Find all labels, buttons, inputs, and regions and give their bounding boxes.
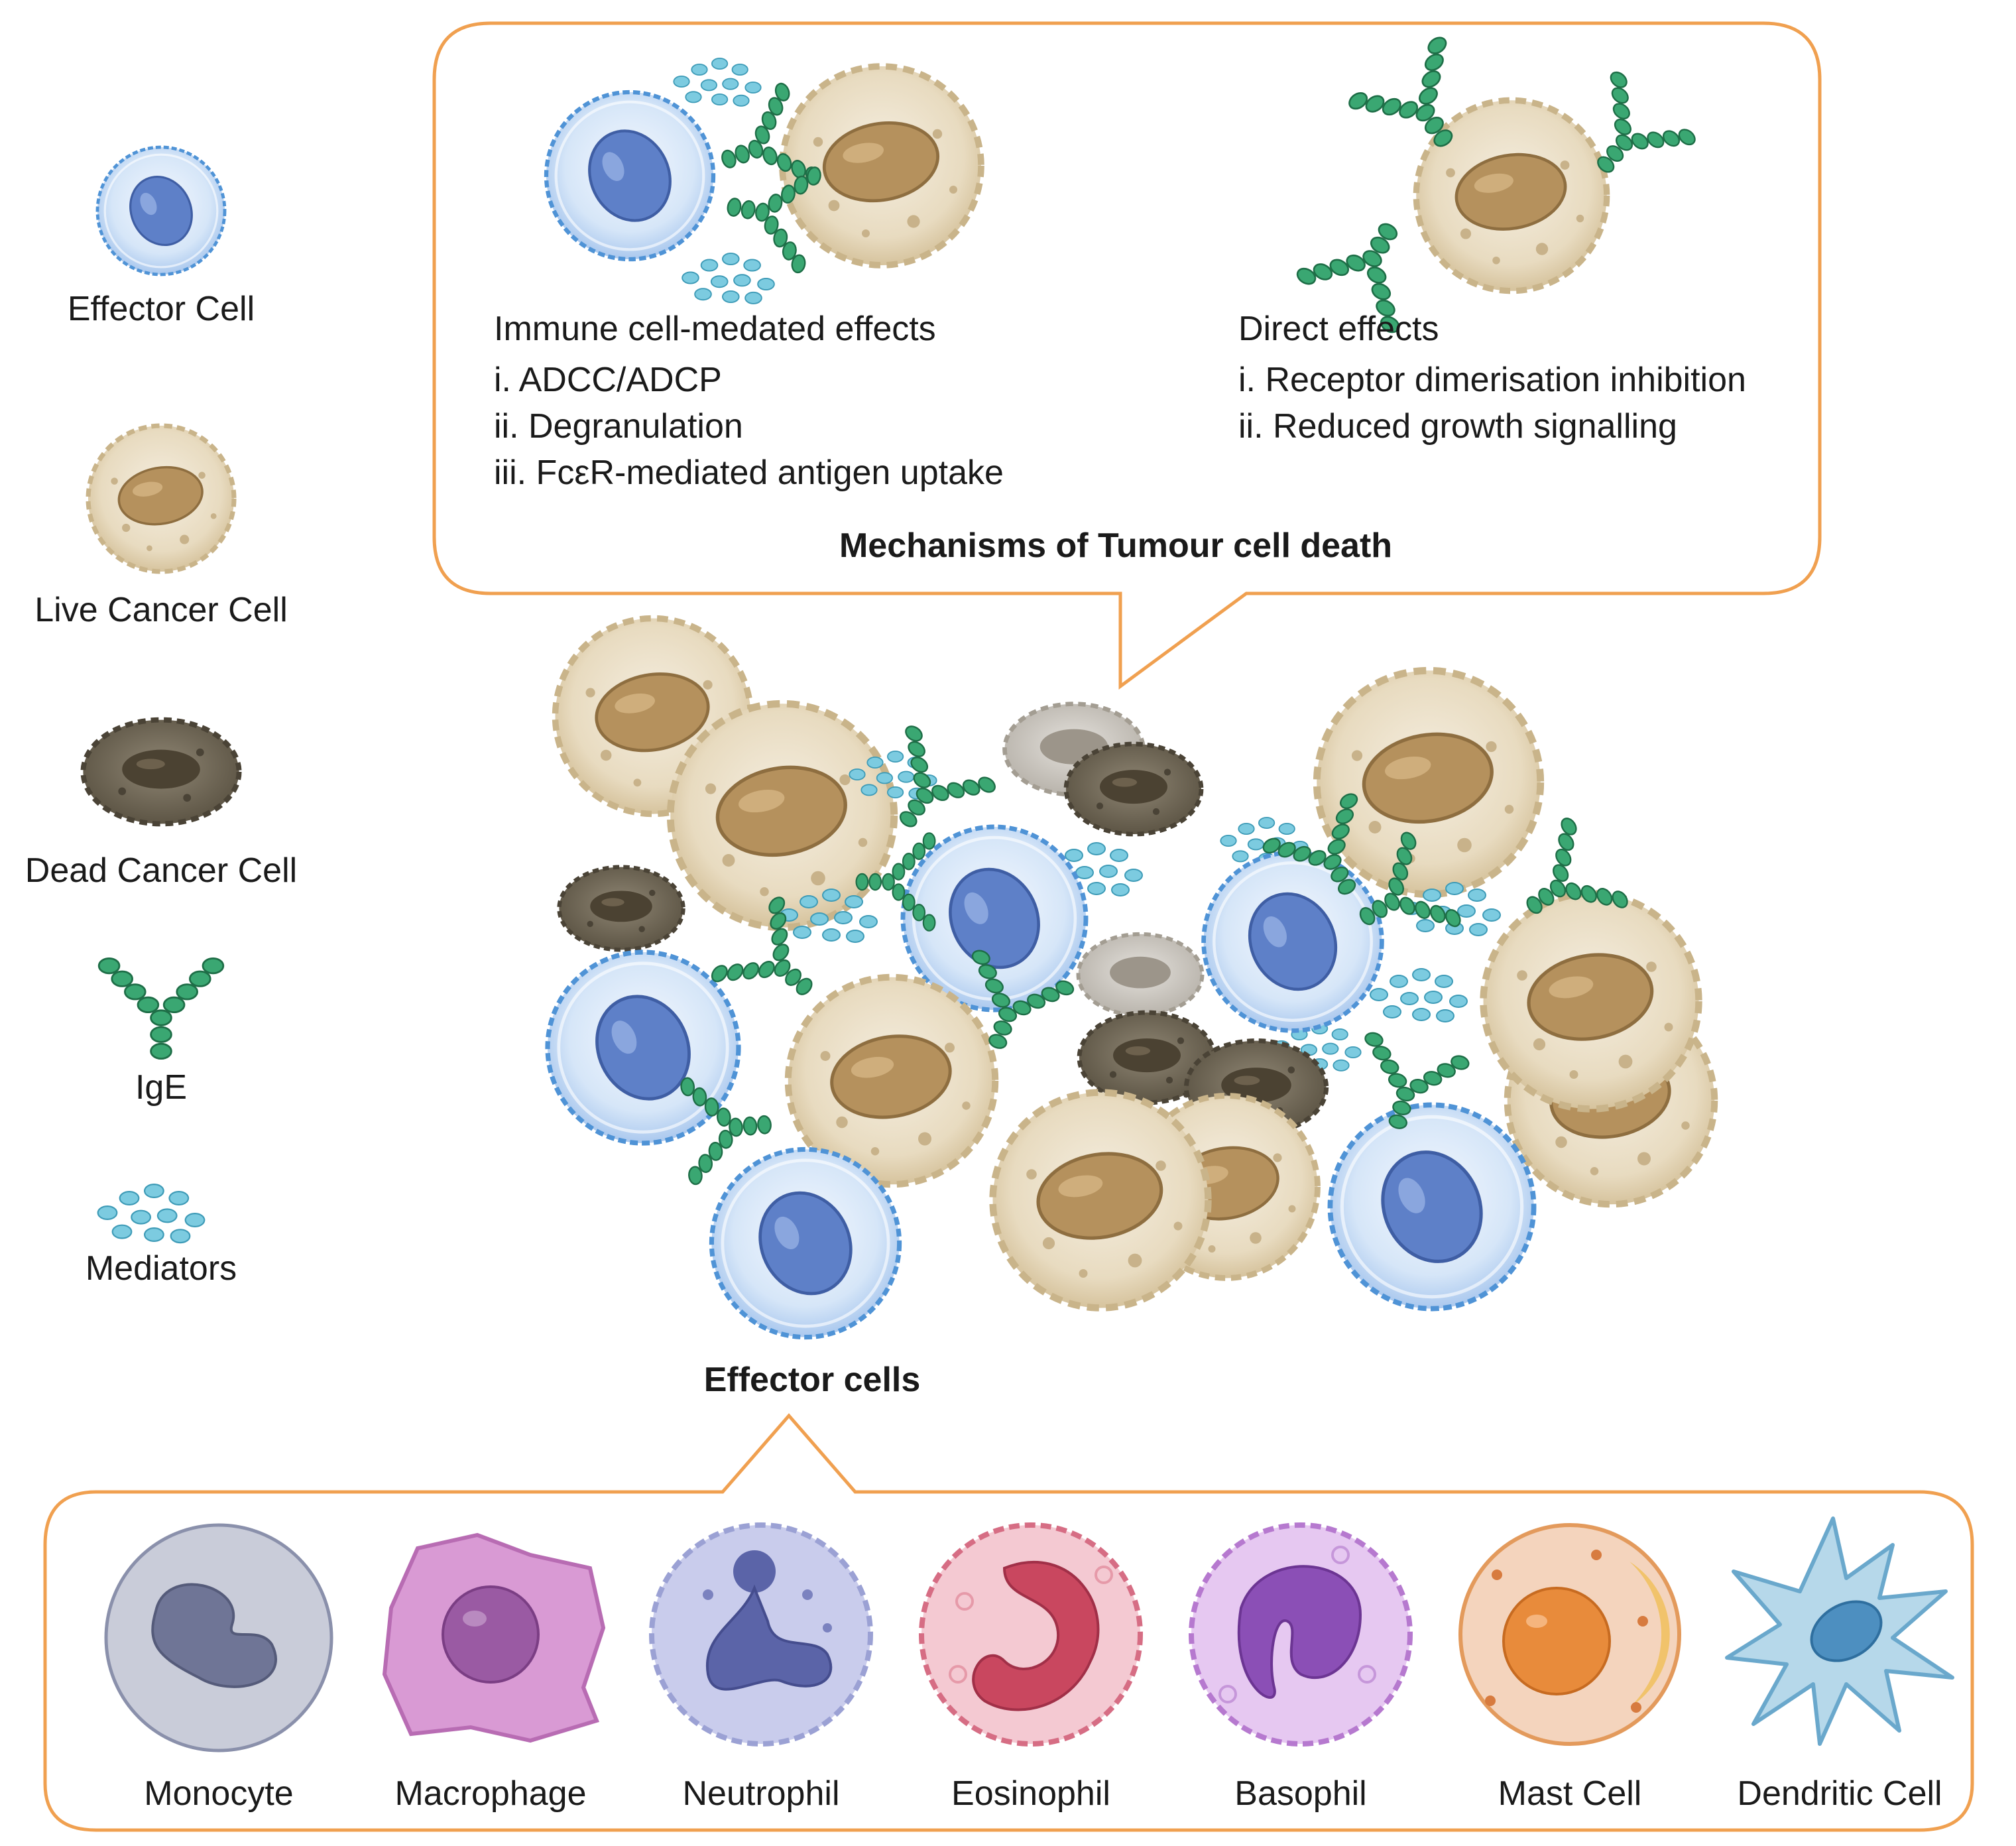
cell-type-label-dendritic-cell: Dendritic Cell	[1737, 1774, 1942, 1813]
eosinophil-icon	[919, 1522, 1143, 1747]
legend-ige-icon	[97, 957, 225, 1060]
legend-dead-cancer-cell-icon	[83, 720, 239, 824]
immune-effects-item-3: iii. FcεR-mediated antigen uptake	[494, 454, 1004, 492]
mast-cell-icon	[1458, 1523, 1681, 1746]
direct-effects-item-1: i. Receptor dimerisation inhibition	[1238, 361, 1746, 399]
legend-effector-cell-label: Effector Cell	[68, 290, 255, 328]
legend-dead-cancer-cell-label: Dead Cancer Cell	[25, 851, 297, 890]
legend-effector-cell-icon	[97, 147, 225, 275]
cell-type-label-monocyte: Monocyte	[144, 1774, 293, 1813]
cell-type-label-macrophage: Macrophage	[394, 1774, 586, 1813]
tumour-cluster-illustration	[548, 619, 1714, 1337]
legend-ige-label: IgE	[135, 1068, 187, 1107]
immune-effects-item-1: i. ADCC/ADCP	[494, 361, 722, 399]
monocyte-icon	[104, 1523, 333, 1753]
immune-effects-item-2: ii. Degranulation	[494, 407, 743, 446]
dendritic-cell-icon	[1725, 1516, 1954, 1746]
immune-effects-heading: Immune cell-medated effects	[494, 310, 936, 348]
neutrophil-icon	[649, 1522, 873, 1747]
mechanisms-box: Immune cell-medated effects i. ADCC/ADCP…	[432, 21, 1822, 690]
basophil-icon	[1189, 1522, 1413, 1747]
legend-mediators-icon	[97, 1183, 206, 1244]
legend: Effector Cell Live Cancer Cell Dead Canc…	[25, 147, 297, 1288]
cell-type-label-basophil: Basophil	[1234, 1774, 1366, 1813]
effector-cells-box: Monocyte Macrophage Neutrophil Eosinophi…	[43, 1413, 1974, 1832]
direct-effects-heading: Direct effects	[1238, 310, 1439, 348]
effector-cells-title: Effector cells	[704, 1361, 921, 1399]
legend-mediators-label: Mediators	[86, 1249, 237, 1288]
cell-type-label-eosinophil: Eosinophil	[951, 1774, 1110, 1813]
legend-live-cancer-cell-label: Live Cancer Cell	[34, 591, 288, 629]
legend-live-cancer-cell-icon	[88, 426, 234, 572]
cell-type-label-neutrophil: Neutrophil	[682, 1774, 839, 1813]
macrophage-icon	[382, 1532, 606, 1743]
mechanisms-box-title: Mechanisms of Tumour cell death	[839, 526, 1392, 565]
direct-effects-item-2: ii. Reduced growth signalling	[1238, 407, 1677, 446]
cell-type-label-mast-cell: Mast Cell	[1498, 1774, 1642, 1813]
